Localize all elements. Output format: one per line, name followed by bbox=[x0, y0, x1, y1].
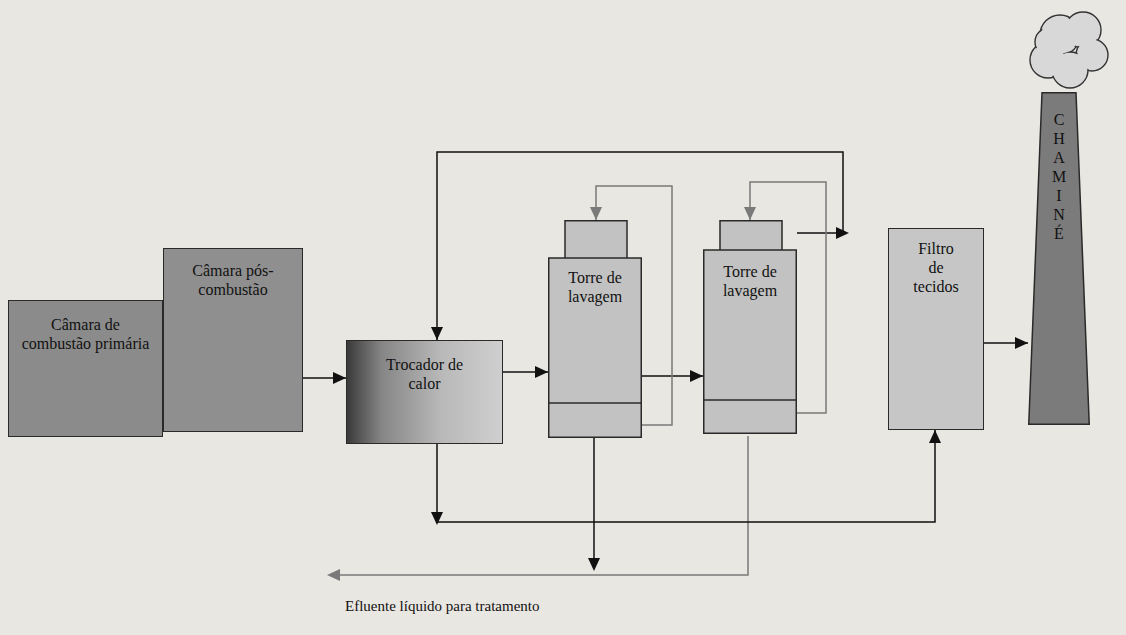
fabric-filter: Filtro de tecidos bbox=[888, 228, 984, 430]
tower-cap bbox=[720, 221, 782, 251]
arrow-head bbox=[327, 569, 340, 581]
flow-connector bbox=[303, 377, 346, 379]
node-label: Câmara pós-combustão bbox=[170, 261, 296, 299]
chimney: CHAMINÉ bbox=[1028, 92, 1090, 425]
scrubber-tower: Torre de lavagem bbox=[548, 220, 642, 438]
arrow-head bbox=[588, 558, 600, 571]
node-label: Filtro de tecidos bbox=[912, 239, 960, 296]
node-label: Trocador de calor bbox=[377, 355, 472, 393]
flow-connector bbox=[503, 371, 548, 373]
node-label: Torre de lavagem bbox=[558, 268, 632, 306]
combustion-chamber: Câmara de combustão primária bbox=[8, 300, 163, 437]
node-label: Torre de lavagem bbox=[713, 262, 787, 300]
tower-cap bbox=[565, 221, 627, 259]
tower-body bbox=[549, 258, 642, 437]
flow-connector bbox=[984, 342, 1028, 344]
tower-outline bbox=[703, 220, 797, 434]
chimney-stack bbox=[1029, 93, 1090, 425]
chimney-label: CHAMINÉ bbox=[1051, 110, 1067, 243]
effluent-lines bbox=[338, 436, 748, 575]
tower-sump-line bbox=[549, 402, 642, 404]
tower-sump-line bbox=[704, 399, 797, 401]
combustion-chamber: Câmara pós-combustão bbox=[163, 248, 303, 432]
tower-body bbox=[704, 250, 797, 433]
effluent-label: Efluente líquido para tratamento bbox=[345, 598, 540, 615]
heat-exchanger: Trocador de calor bbox=[346, 340, 503, 444]
node-label: Câmara de combustão primária bbox=[17, 315, 154, 353]
smoke-cloud bbox=[1030, 12, 1108, 88]
scrubber-tower: Torre de lavagem bbox=[703, 220, 797, 434]
flow-connector bbox=[437, 430, 935, 522]
tower-outline bbox=[548, 220, 642, 438]
